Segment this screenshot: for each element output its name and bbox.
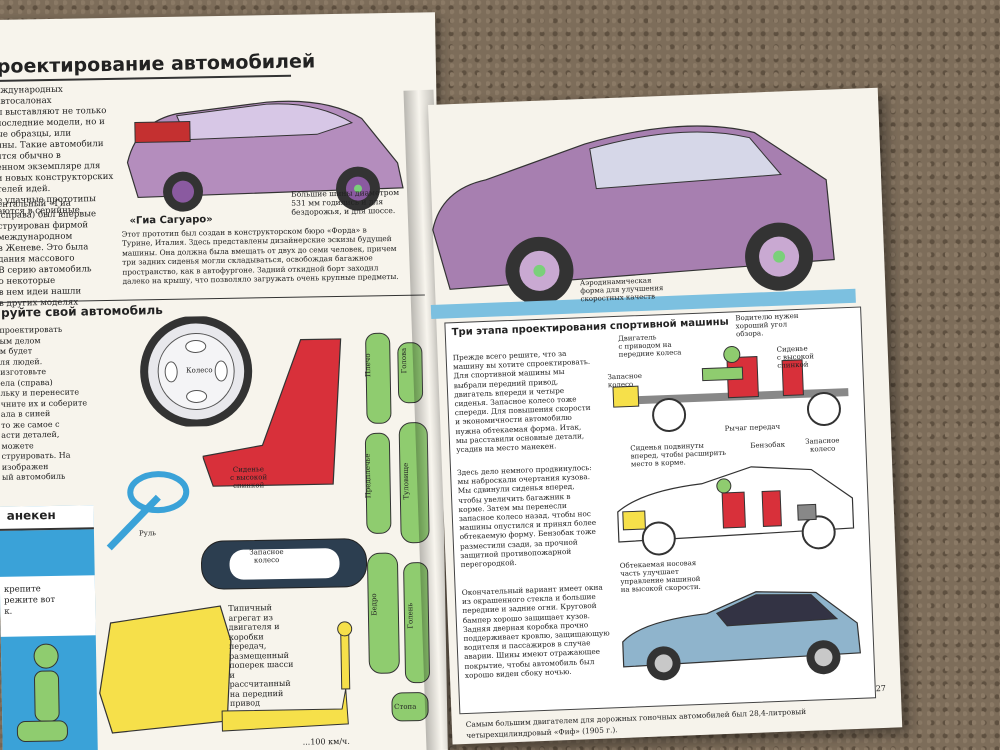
aero-caption: Аэродинамическая форма для улучшения ско… (579, 276, 664, 304)
left-page: роектирование автомобилей еждународных а… (0, 12, 448, 750)
step1-text: Прежде всего решите, что за машину вы хо… (452, 348, 591, 455)
foot-label: Стопа (393, 702, 417, 712)
thigh-label: Бедро (370, 593, 379, 616)
seats-forward-label: Сиденья подвинуты вперед, чтобы расширит… (630, 441, 727, 469)
spare-wheel-label: Запасное колесо (249, 547, 284, 565)
steps-heading: Три этапа проектирования спортивной маши… (451, 316, 729, 339)
step2-outline-illustration (617, 466, 855, 556)
ghia-caption-title: «Гиа Сагуаро» (129, 214, 213, 227)
maneken-panel: анекен крепите режите вот к. (0, 505, 98, 750)
fuel-tank-label: Бензобак (750, 440, 786, 450)
section2-text: проектировать ым делом м будет ля людей.… (0, 324, 88, 482)
engine-front-label: Двигатель с приводом на передние колеса (617, 333, 682, 359)
tire-caption: Большие шины диаметром 531 мм годились и… (291, 187, 400, 217)
bottom-text: ...100 км/ч. (302, 736, 350, 747)
nose-label: Обтекаемая носовая часть улучшает управл… (619, 559, 701, 594)
head-label: Голова (399, 347, 409, 374)
spare-rear-label: Запасное колесо (805, 436, 840, 454)
steps-panel: Три этапа проектирования спортивной маши… (444, 306, 877, 715)
maneken-text: крепите режите вот к. (3, 584, 56, 617)
mannequin-parts (364, 332, 430, 722)
step3-text: Окончательный вариант имеет окна из окра… (461, 582, 610, 680)
step2-text: Здесь дело немного продвинулось: мы набр… (456, 462, 597, 570)
ghia-description: Этот прототип был создан в конструкторск… (121, 225, 399, 286)
wheel-cutout (140, 315, 253, 428)
torso-label: Туловище (401, 462, 411, 500)
seat-cutout (201, 338, 342, 487)
engine-label: Типичный агрегат из двигателя и коробки … (228, 603, 294, 708)
page-number: 27 (875, 683, 887, 694)
steering-label: Руль (138, 529, 157, 538)
engine-cutout (99, 605, 353, 734)
driver-view-label: Водителю нужен хороший угол обзора. (735, 311, 799, 339)
right-page: Аэродинамическая форма для улучшения ско… (428, 87, 903, 745)
mannequin-figure (16, 643, 68, 742)
ghia-saguaro-car-illustration (126, 100, 404, 212)
steering-cutout (106, 471, 190, 551)
forearm-label: Предплечье (363, 453, 373, 499)
shoulder-label: Плечо (363, 353, 373, 378)
ghia-text: ентальный «Гиа (справа) был впервые стру… (0, 198, 97, 309)
step3-final-car-illustration (622, 591, 862, 681)
maneken-heading: анекен (6, 507, 56, 523)
purple-hatchback-illustration (430, 125, 856, 320)
left-page-heading: роектирование автомобилей (0, 50, 316, 78)
spare-wheel-cutout (201, 538, 368, 590)
shin-label: Голень (406, 602, 415, 629)
high-seats-label: Сиденье с высокой спинкой (776, 344, 815, 370)
step1-chassis-illustration (612, 346, 849, 432)
seat-label: Сиденье с высокой спинкой (229, 465, 268, 490)
spare-front-label: Запасное колесо (607, 371, 643, 390)
gear-lever-label: Рычаг передач (724, 422, 781, 433)
